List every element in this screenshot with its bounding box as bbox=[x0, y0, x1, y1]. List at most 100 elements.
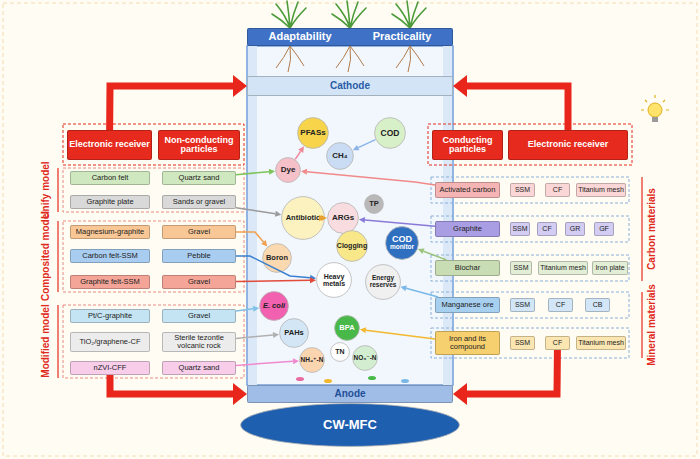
pollutant-circle: CH₄ bbox=[326, 142, 354, 170]
node-text: Graphite bbox=[452, 225, 483, 233]
node-text: Gravel bbox=[187, 312, 211, 320]
pollutant-circle: NO₃⁻-N bbox=[352, 345, 378, 371]
node-shape bbox=[331, 343, 350, 362]
arrow-head bbox=[298, 146, 304, 153]
arrow-head bbox=[453, 75, 467, 97]
node-text: Gravel bbox=[187, 278, 211, 286]
connector bbox=[453, 350, 557, 405]
node-text: CF bbox=[555, 301, 566, 308]
node-text: Graphite felt-SSM bbox=[79, 278, 141, 286]
node-text: Carbon felt bbox=[91, 174, 130, 182]
pollutant-circle: TP bbox=[364, 194, 384, 214]
row-outline bbox=[431, 292, 629, 318]
connector-line bbox=[358, 140, 375, 148]
node-text: Conducting particles bbox=[433, 136, 502, 155]
root bbox=[336, 46, 364, 72]
node-shape bbox=[280, 319, 309, 348]
arrow-head bbox=[418, 248, 425, 254]
connector-line bbox=[236, 280, 310, 281]
connector-line bbox=[365, 220, 435, 226]
pollutant-circle: Energy reserves bbox=[365, 264, 401, 300]
arrow-head bbox=[261, 240, 267, 247]
node-text: CB bbox=[592, 301, 604, 308]
arrow-head bbox=[359, 217, 365, 223]
group-outline bbox=[63, 168, 244, 212]
receiver-box: GF bbox=[594, 222, 614, 236]
receiver-box: CF bbox=[548, 298, 573, 312]
header-band: Adaptability Practicality bbox=[247, 28, 453, 46]
plants bbox=[272, 1, 426, 28]
node-text: COD bbox=[391, 235, 413, 244]
node-shape bbox=[263, 244, 292, 273]
node-shape bbox=[337, 231, 368, 262]
connector bbox=[236, 306, 259, 312]
arrow-head bbox=[319, 215, 325, 221]
receiver-box: Titanium mesh bbox=[576, 183, 626, 197]
node-shape bbox=[300, 348, 325, 373]
pollutant-circle: Dye bbox=[275, 157, 301, 183]
connector-line bbox=[406, 288, 438, 297]
connector bbox=[236, 169, 275, 175]
node-text: Practicality bbox=[372, 31, 433, 43]
connector bbox=[319, 215, 327, 221]
node-text: Pt/C-graphite bbox=[87, 312, 133, 320]
node-text: Energy reserves bbox=[365, 275, 401, 289]
conducting-box: Manganese ore bbox=[435, 297, 500, 313]
microbe bbox=[368, 376, 376, 380]
node-text: NH₄⁺-N bbox=[300, 357, 325, 364]
node-text: Antibiotic bbox=[285, 214, 322, 222]
node-text: CF bbox=[552, 186, 563, 193]
node-shape bbox=[386, 227, 419, 260]
receiver-box: Iron plate bbox=[592, 261, 628, 275]
node-text: Quartz sand bbox=[178, 174, 221, 182]
anode-band: Anode bbox=[247, 385, 453, 403]
group-outline bbox=[428, 124, 632, 165]
node-text: Adaptability bbox=[268, 31, 333, 43]
header-box: Electronic receiver bbox=[67, 130, 152, 160]
node-text: Manganese ore bbox=[440, 301, 494, 309]
node-text: Electronic receiver bbox=[527, 140, 610, 149]
receiver-box: Titanium mesh bbox=[576, 336, 626, 350]
connector bbox=[236, 358, 299, 365]
receiver-box: SSM bbox=[510, 336, 535, 350]
node-text: Magnesium-graphite bbox=[75, 228, 145, 236]
header-box: Electronic receiver bbox=[508, 130, 628, 160]
node-text: Titanium mesh bbox=[577, 339, 625, 346]
arrow-head bbox=[301, 169, 307, 175]
pollutant-circle: NH₄⁺-N bbox=[299, 347, 325, 373]
node-shape bbox=[282, 197, 325, 240]
conducting-box: Biochar bbox=[435, 260, 500, 276]
bracket bbox=[641, 177, 642, 358]
bulb-base bbox=[652, 117, 658, 122]
connector bbox=[236, 277, 316, 283]
connector bbox=[295, 146, 304, 159]
microbes bbox=[296, 376, 409, 383]
connector-line bbox=[236, 256, 310, 278]
receiver-box: Pt/C-graphite bbox=[70, 309, 150, 323]
arrow-head bbox=[269, 169, 275, 175]
cathode-band: Cathode bbox=[247, 76, 453, 96]
node-text: Gravel bbox=[187, 228, 211, 236]
connector-line bbox=[423, 251, 446, 260]
particle-box: Gravel bbox=[162, 309, 236, 323]
conducting-box: Iron and its compound bbox=[435, 331, 500, 355]
node-shape bbox=[365, 195, 384, 214]
receiver-box: Titanium mesh bbox=[538, 261, 588, 275]
connector-line bbox=[295, 151, 300, 159]
node-shape bbox=[317, 263, 352, 298]
plant bbox=[392, 1, 426, 28]
node-text: COD bbox=[380, 129, 401, 138]
node-text: SSM bbox=[514, 301, 531, 308]
node-text: SSM bbox=[514, 339, 531, 346]
receiver-box: SSM bbox=[510, 298, 535, 312]
node-text: Titanium mesh bbox=[539, 264, 587, 271]
node-text: TN bbox=[334, 348, 345, 355]
node-text: Boron bbox=[265, 254, 289, 262]
group-outline bbox=[63, 124, 244, 165]
group-label: Carbon materials bbox=[645, 169, 659, 289]
root bbox=[276, 46, 304, 72]
receiver-box: SSM bbox=[510, 183, 535, 197]
particle-box: Sterile tezontle volcanic rock bbox=[162, 332, 236, 352]
node-text: Electronic receiver bbox=[68, 140, 151, 149]
connector bbox=[236, 332, 279, 339]
